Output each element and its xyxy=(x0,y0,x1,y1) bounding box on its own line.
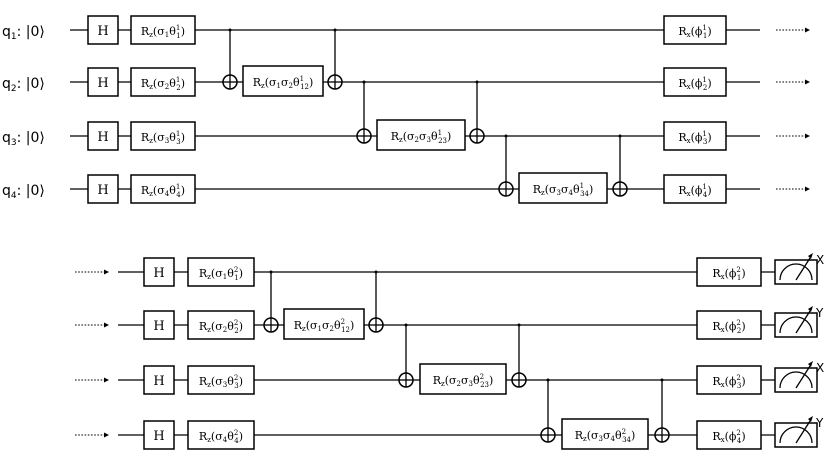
continuation-arrow xyxy=(776,79,810,85)
svg-text:Y: Y xyxy=(815,306,824,320)
hadamard-gate: H xyxy=(87,67,119,97)
measurement-meter-icon: Y xyxy=(774,306,824,338)
control-dot xyxy=(362,80,366,84)
hadamard-gate: H xyxy=(143,310,175,340)
hadamard-gate: H xyxy=(143,420,175,450)
svg-text:Rx(ϕ11): Rx(ϕ11) xyxy=(678,24,711,40)
svg-text:Rx(ϕ24): Rx(ϕ24) xyxy=(712,429,745,445)
measurement-meter-icon: Y xyxy=(774,416,824,448)
svg-text:H: H xyxy=(97,76,108,91)
continuation-arrow xyxy=(75,322,109,328)
svg-text:H: H xyxy=(97,183,108,198)
continuation-arrow xyxy=(776,133,810,139)
continuation-arrow xyxy=(75,432,109,438)
svg-text:Rx(ϕ14): Rx(ϕ14) xyxy=(678,183,711,199)
svg-text:H: H xyxy=(97,130,108,145)
svg-text:H: H xyxy=(97,24,108,39)
svg-text:X: X xyxy=(816,253,824,267)
continuation-arrow xyxy=(75,269,109,275)
svg-text:Rx(ϕ13): Rx(ϕ13) xyxy=(678,130,711,146)
continuation-arrow xyxy=(776,27,810,33)
control-dot xyxy=(269,270,273,274)
svg-text:H: H xyxy=(153,319,164,334)
control-dot xyxy=(404,323,408,327)
qubit-label: q4: |0⟩ xyxy=(2,183,45,201)
hadamard-gate: H xyxy=(87,174,119,204)
svg-text:H: H xyxy=(153,374,164,389)
control-dot xyxy=(374,270,378,274)
svg-text:X: X xyxy=(816,361,824,375)
control-dot xyxy=(475,80,479,84)
hadamard-gate: H xyxy=(87,15,119,45)
control-dot xyxy=(517,323,521,327)
continuation-arrow xyxy=(776,186,810,192)
svg-text:Rx(ϕ12): Rx(ϕ12) xyxy=(678,76,711,92)
hadamard-gate: H xyxy=(87,121,119,151)
svg-text:H: H xyxy=(153,266,164,281)
svg-text:Rx(ϕ23): Rx(ϕ23) xyxy=(712,374,745,390)
hadamard-gate: H xyxy=(143,257,175,287)
svg-text:Y: Y xyxy=(815,416,824,430)
control-dot xyxy=(660,378,664,382)
control-dot xyxy=(228,28,232,32)
qubit-label: q3: |0⟩ xyxy=(2,130,45,148)
qubit-label: q2: |0⟩ xyxy=(2,76,45,94)
qubit-label: q1: |0⟩ xyxy=(2,24,45,42)
svg-text:Rx(ϕ21): Rx(ϕ21) xyxy=(712,266,745,282)
control-dot xyxy=(546,378,550,382)
svg-text:H: H xyxy=(153,429,164,444)
control-dot xyxy=(618,134,622,138)
measurement-meter-icon: X xyxy=(774,253,824,285)
continuation-arrow xyxy=(75,377,109,383)
circuit-block-1: q1: |0⟩ q2: |0⟩ q3: |0⟩ q4: |0⟩ H H H H xyxy=(2,15,810,204)
control-dot xyxy=(504,134,508,138)
control-dot xyxy=(333,28,337,32)
svg-text:Rx(ϕ22): Rx(ϕ22) xyxy=(712,319,745,335)
hadamard-gate: H xyxy=(143,365,175,395)
oplus-crosses xyxy=(223,75,669,442)
measurement-meter-icon: X xyxy=(774,361,824,393)
